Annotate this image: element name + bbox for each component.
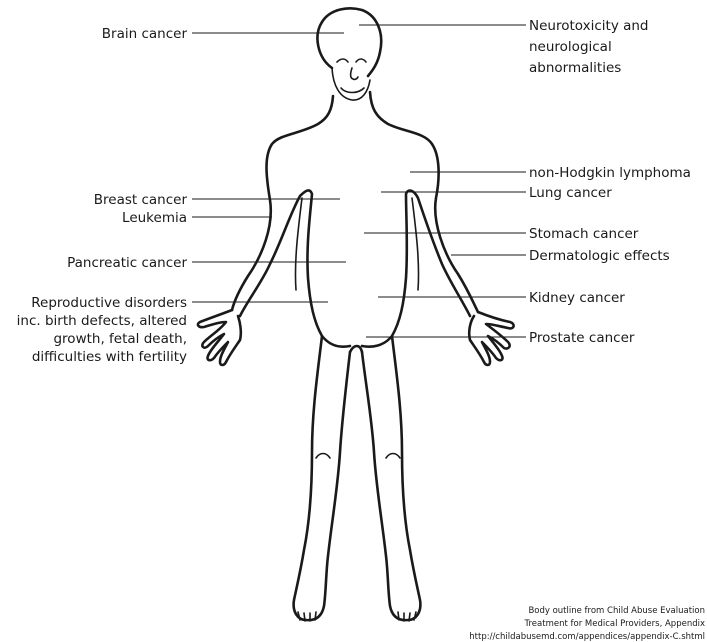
label-lung-cancer: Lung cancer [529, 185, 612, 201]
credit: Body outline from Child Abuse Evaluation… [469, 606, 705, 642]
right-knee [386, 454, 400, 459]
label-brain-cancer: Brain cancer [102, 26, 188, 42]
label-neurotoxicity-line3: abnormalities [529, 60, 621, 76]
left-hand [198, 310, 241, 365]
left-eye [337, 59, 348, 62]
credit-line1: Body outline from Child Abuse Evaluation [528, 606, 705, 616]
label-reproductive-line3: growth, fetal death, [53, 331, 187, 347]
label-leukemia: Leukemia [122, 210, 187, 226]
nose [351, 68, 358, 79]
right-side-contour [412, 198, 419, 290]
label-reproductive-line1: Reproductive disorders [31, 295, 187, 311]
label-kidney-cancer: Kidney cancer [529, 290, 625, 306]
body-outline [198, 8, 514, 621]
label-non-hodgkin-lymphoma: non-Hodgkin lymphoma [529, 165, 691, 181]
label-prostate-cancer: Prostate cancer [529, 330, 635, 346]
label-stomach-cancer: Stomach cancer [529, 226, 639, 242]
left-labels: Brain cancer Breast cancer Leukemia Panc… [17, 26, 188, 365]
label-dermatologic-effects: Dermatologic effects [529, 248, 670, 264]
right-labels: Neurotoxicity and neurological abnormali… [529, 18, 691, 346]
crotch [350, 346, 362, 352]
mouth [341, 88, 364, 93]
label-reproductive-line2: inc. birth defects, altered [17, 313, 187, 329]
leader-lines [192, 25, 526, 337]
right-leg [362, 336, 420, 620]
torso-left [232, 96, 333, 310]
right-hand [469, 312, 513, 365]
torso-right [370, 92, 478, 312]
label-breast-cancer: Breast cancer [94, 192, 188, 208]
label-reproductive-line4: difficulties with fertility [32, 349, 187, 365]
left-side-contour [295, 198, 302, 290]
left-knee [316, 454, 330, 459]
left-leg [294, 336, 350, 620]
head-outline [317, 8, 381, 76]
label-pancreatic-cancer: Pancreatic cancer [67, 255, 187, 271]
right-eye [356, 59, 366, 62]
label-neurotoxicity-line2: neurological [529, 39, 612, 55]
credit-line2: Treatment for Medical Providers, Appendi… [524, 619, 705, 629]
credit-line3: http://childabusemd.com/appendices/appen… [469, 632, 705, 642]
label-neurotoxicity-line1: Neurotoxicity and [529, 18, 649, 34]
